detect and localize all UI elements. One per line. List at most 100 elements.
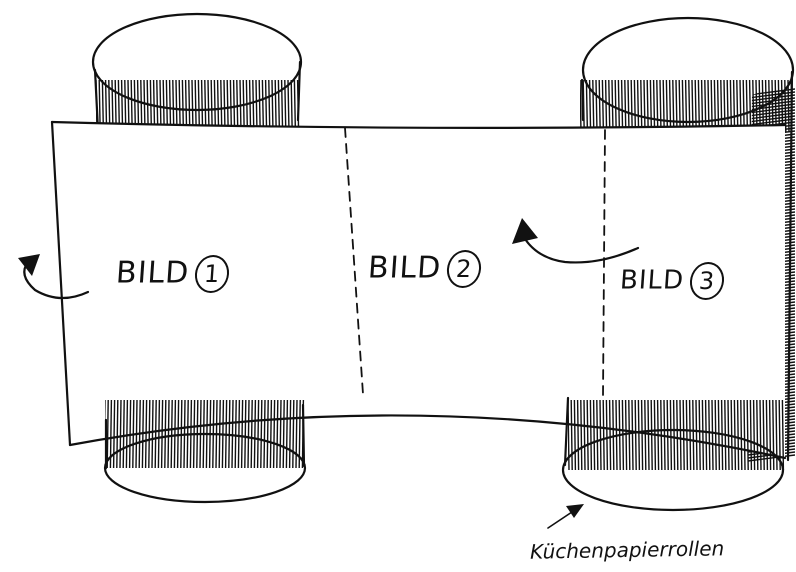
hatch-stroke: [259, 80, 260, 132]
hatch-stroke: [766, 400, 767, 470]
hatch-stroke: [708, 80, 709, 132]
hatch-stroke: [269, 80, 270, 132]
hatch-stroke: [740, 80, 741, 132]
hatch-stroke: [748, 119, 795, 125]
hatch-stroke: [631, 80, 632, 132]
hatch-stroke: [274, 400, 275, 468]
hatch-stroke: [266, 80, 267, 132]
hatch-stroke: [232, 400, 233, 468]
panel-word: BILD: [115, 256, 191, 291]
hatch-stroke: [741, 400, 742, 470]
hatch-stroke: [597, 400, 598, 470]
hatch-stroke: [584, 400, 585, 470]
hatch-stroke: [638, 80, 639, 132]
hatch-stroke: [155, 400, 156, 468]
hatch-stroke: [635, 400, 636, 470]
hatch-stroke: [248, 400, 249, 468]
hatch-stroke: [626, 400, 627, 470]
hatch-stroke: [654, 80, 655, 132]
hatch-stroke: [587, 400, 588, 470]
hatch-stroke: [606, 80, 607, 132]
hatch-stroke: [648, 400, 649, 470]
hatch-stroke: [162, 400, 163, 468]
hatch-stroke: [288, 80, 289, 132]
hatch-stroke: [773, 400, 774, 470]
hatch-stroke: [743, 80, 744, 132]
hatch-stroke: [693, 400, 694, 470]
panel-number: 2: [446, 250, 483, 288]
hatch-stroke: [238, 400, 239, 468]
hatch-stroke: [278, 80, 279, 132]
hatch-stroke: [264, 400, 265, 468]
hatch-stroke: [133, 400, 134, 468]
hatch-stroke: [158, 400, 159, 468]
hatch-stroke: [603, 400, 604, 470]
hatch-stroke: [168, 400, 169, 468]
hatch-stroke: [628, 80, 629, 132]
hatch-stroke: [748, 116, 795, 122]
hatch-stroke: [246, 80, 247, 132]
hatch-stroke: [670, 80, 671, 132]
hatch-stroke: [283, 400, 284, 468]
hatch-stroke: [674, 400, 675, 470]
hatch-stroke: [750, 400, 751, 470]
hatch-stroke: [748, 113, 795, 119]
pointer-head: [566, 504, 584, 518]
hatch-stroke: [629, 400, 630, 470]
hatch-stroke: [211, 80, 212, 132]
hatch-stroke: [770, 400, 771, 470]
hatch-stroke: [715, 400, 716, 470]
hatch-stroke: [293, 400, 294, 468]
hatch-stroke: [654, 400, 655, 470]
hatch-stroke: [682, 80, 683, 132]
hatch-stroke: [253, 80, 254, 132]
hatch-stroke: [280, 400, 281, 468]
hatch-stroke: [251, 400, 252, 468]
hatch-stroke: [677, 400, 678, 470]
roll-bottom-ellipse: [563, 430, 783, 510]
hatch-stroke: [600, 400, 601, 470]
hatch-stroke: [632, 400, 633, 470]
hatch-stroke: [272, 80, 273, 132]
hatch-stroke: [602, 80, 603, 132]
hatch-stroke: [788, 80, 789, 132]
hatch-stroke: [277, 400, 278, 468]
hatch-stroke: [291, 80, 292, 132]
hatch-stroke: [250, 80, 251, 132]
roll-edge: [95, 70, 98, 130]
hatch-stroke: [235, 400, 236, 468]
hatch-stroke: [610, 400, 611, 470]
roll-top-ellipse: [583, 18, 793, 122]
hatch-stroke: [734, 80, 735, 132]
hatch-stroke: [261, 400, 262, 468]
hatch-stroke: [149, 400, 150, 468]
hatch-stroke: [670, 400, 671, 470]
hatch-stroke: [667, 400, 668, 470]
hatch-stroke: [711, 80, 712, 132]
roll-bottom-ellipse: [105, 434, 305, 502]
hatch-stroke: [580, 80, 581, 132]
hatch-stroke: [679, 80, 680, 132]
hatch-stroke: [760, 400, 761, 470]
hatch-stroke: [581, 400, 582, 470]
panel-number: 1: [194, 255, 231, 293]
hatch-stroke: [205, 80, 206, 132]
hatch-stroke: [689, 80, 690, 132]
hatch-stroke: [664, 400, 665, 470]
hatch-stroke: [702, 400, 703, 470]
hatch-stroke: [699, 400, 700, 470]
hatch-stroke: [650, 80, 651, 132]
hatch-stroke: [782, 400, 783, 470]
hatch-stroke: [754, 400, 755, 470]
hatch-stroke: [673, 80, 674, 132]
hatch-stroke: [146, 400, 147, 468]
hatch-stroke: [644, 80, 645, 132]
hatch-stroke: [680, 400, 681, 470]
hatch-stroke: [230, 80, 231, 132]
hatch-stroke: [202, 80, 203, 132]
panel-label-2: BILD2: [367, 250, 483, 288]
roll-caption: Küchenpapierrollen: [530, 536, 725, 563]
hatch-stroke: [634, 80, 635, 132]
hatch-stroke: [660, 80, 661, 132]
caption-pointer: [548, 504, 584, 528]
